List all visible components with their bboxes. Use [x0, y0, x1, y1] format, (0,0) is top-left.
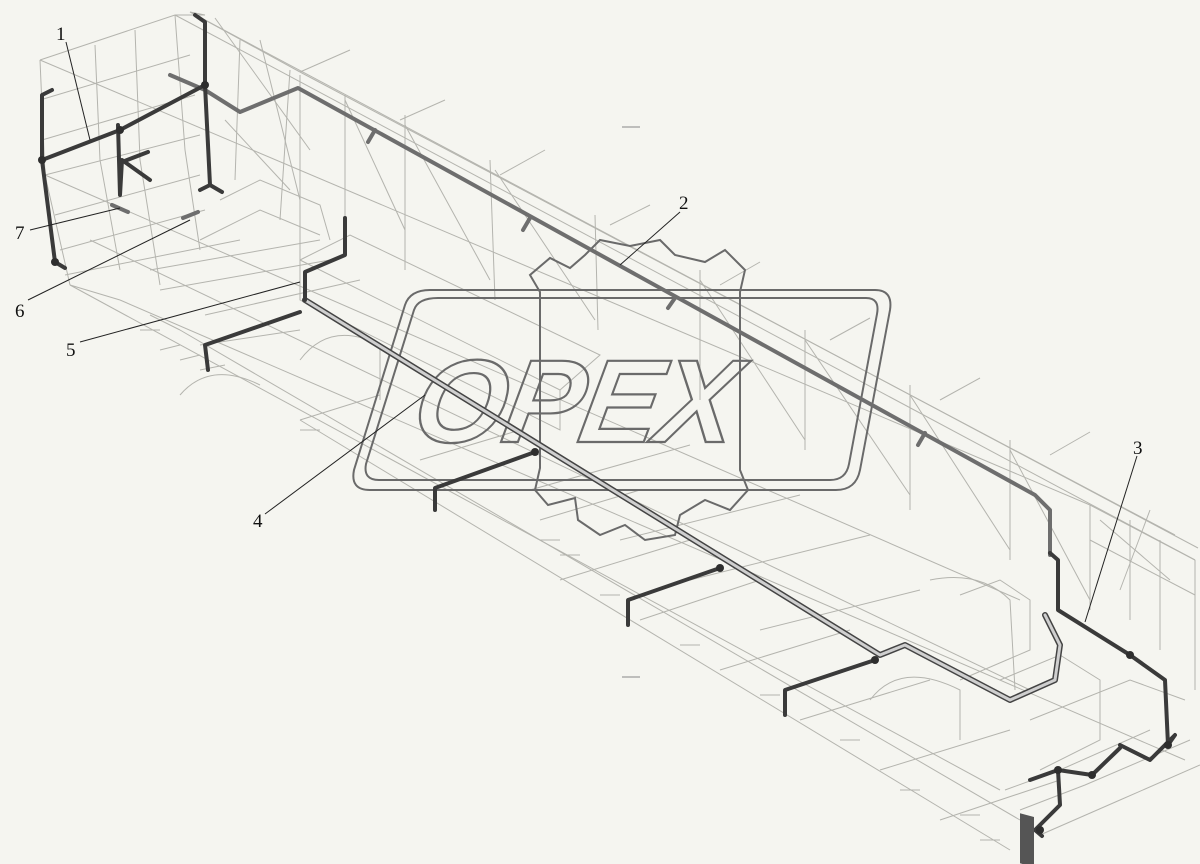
pipe-6: [181, 210, 200, 220]
callout-6: 6: [15, 301, 25, 322]
pipe-3-lower: [1118, 733, 1177, 762]
logo-text: OPEX: [405, 336, 757, 468]
pipe-drop-4: [783, 658, 877, 717]
leader-3: [1084, 455, 1138, 623]
leader-6: [27, 219, 191, 301]
pipe-4-floor-duct-core: [303, 298, 1062, 702]
pipe-1-tee: [198, 183, 224, 194]
junction-node: [1054, 766, 1062, 774]
junction-node: [1088, 771, 1096, 779]
pipe-2-branch-c: [666, 296, 677, 310]
pipelines: [38, 13, 1177, 864]
pipe-3-front: [1048, 551, 1170, 747]
callout-4: 4: [253, 511, 263, 532]
junction-node: [531, 448, 539, 456]
pipe-1-inner: [116, 123, 152, 197]
leader-5: [79, 281, 301, 343]
junction-node: [38, 156, 46, 164]
pipe-1-cross: [40, 83, 207, 162]
junction-node: [116, 126, 124, 134]
pipe-5-branch: [303, 216, 347, 302]
logo-frame-inner: [364, 297, 879, 481]
junction-node: [716, 564, 724, 572]
junction-node: [1164, 741, 1172, 749]
pipe-2-branch-d: [916, 431, 927, 447]
pipe-drop-2: [433, 450, 537, 512]
pipe-1-vertical: [193, 13, 212, 187]
junction-node: [201, 81, 209, 89]
callout-7: 7: [15, 223, 25, 244]
pipe-2-branch-b: [521, 216, 532, 232]
leader-4: [264, 394, 426, 515]
pipe-3-under: [1028, 746, 1122, 782]
opex-watermark-logo: OPEX: [352, 238, 892, 542]
logo-frame-outer: [352, 289, 892, 491]
junction-node: [871, 656, 879, 664]
pipe-2-roof-line: [168, 73, 1052, 557]
callouts: 1 2 3 4 5 6 7: [15, 24, 1143, 623]
pipe-2-branch-a: [366, 128, 377, 144]
callout-3: 3: [1133, 438, 1143, 459]
pipe-drop-3: [626, 566, 722, 627]
callout-5: 5: [66, 340, 76, 361]
control-unit-block: [1020, 813, 1034, 864]
gear-outline: [528, 238, 750, 542]
leader-1: [65, 41, 91, 141]
leader-2: [619, 211, 681, 266]
pipe-1-stub: [120, 150, 150, 164]
callout-1: 1: [56, 24, 66, 45]
junction-node: [1036, 826, 1044, 834]
pipe-drop-1: [203, 310, 302, 372]
leader-7: [29, 207, 121, 231]
junction-node: [51, 258, 59, 266]
callout-2: 2: [679, 193, 689, 214]
junction-node: [1126, 651, 1134, 659]
